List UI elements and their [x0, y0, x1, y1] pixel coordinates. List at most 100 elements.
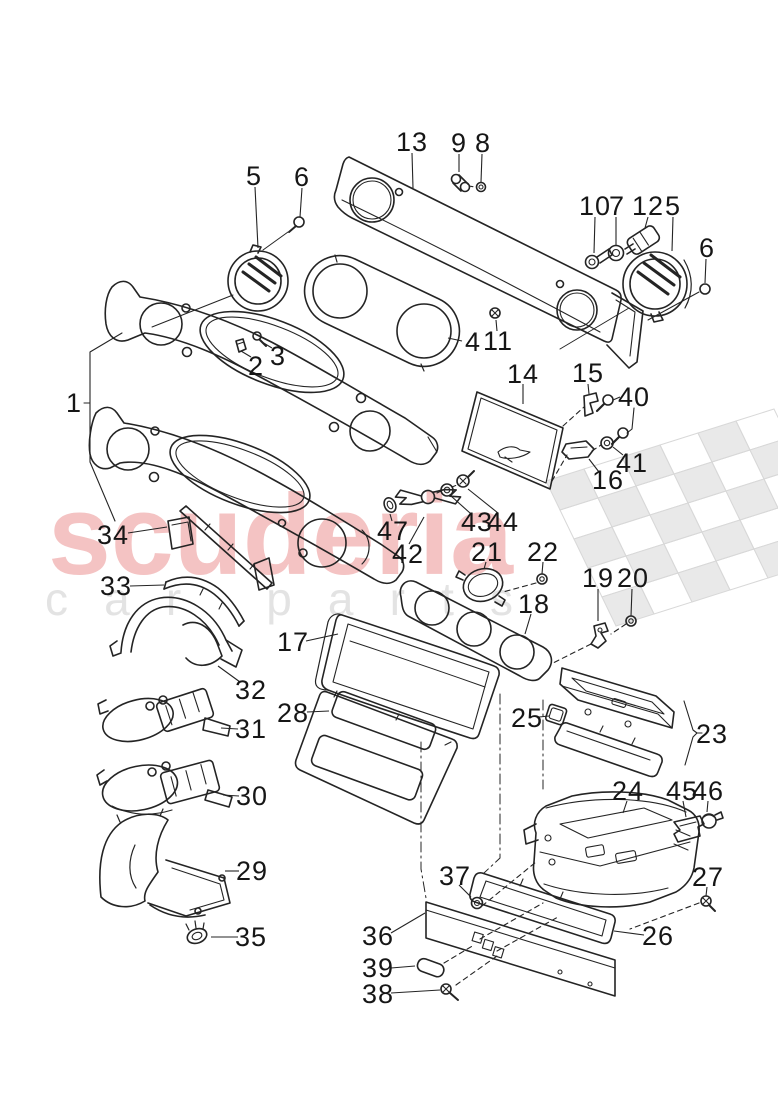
part-37-nut — [470, 896, 484, 910]
part-28-radio-surround — [294, 690, 458, 825]
part-41-nut — [600, 436, 614, 450]
callout-28-leader — [306, 710, 330, 713]
callout-21: 21 — [471, 537, 503, 567]
callout-42-leader — [408, 516, 425, 545]
part-27-screw — [700, 895, 716, 912]
callout-30: 30 — [236, 781, 268, 811]
callout-13: 13 — [396, 127, 428, 157]
flag-cell — [753, 540, 778, 579]
part-33-trim-strip — [163, 576, 245, 627]
callout-44-leader — [467, 488, 499, 514]
callout-6: 6 — [294, 162, 310, 192]
callout-31: 31 — [235, 714, 267, 744]
callout-4: 4 — [465, 327, 481, 357]
callout-47: 47 — [377, 516, 409, 546]
flag-cell — [701, 519, 755, 562]
part-34-mounting-rail — [167, 505, 275, 591]
callout-1-bracket — [83, 332, 123, 522]
callout-12-leader — [644, 216, 649, 229]
callout-27: 27 — [692, 862, 724, 892]
part-31-bracket-assembly — [97, 687, 231, 743]
part-25-pad — [544, 703, 568, 726]
callout-17: 17 — [277, 627, 309, 657]
callout-5: 5 — [665, 191, 681, 221]
part-15-clip — [583, 392, 599, 417]
callout-20-leader — [630, 588, 633, 617]
callout-36: 36 — [362, 921, 394, 951]
callout-7: 7 — [609, 191, 625, 221]
callout-13-leader — [411, 152, 414, 189]
callout-42: 42 — [392, 539, 424, 569]
callout-25: 25 — [511, 703, 543, 733]
callout-12: 12 — [632, 191, 664, 221]
callout-38-leader — [390, 989, 441, 994]
callout-27-leader — [705, 886, 708, 897]
callout-16-leader — [588, 458, 600, 473]
part-16-clip — [561, 440, 595, 460]
checkered-flag-watermark — [545, 408, 778, 627]
callout-21-leader — [483, 561, 487, 570]
flag-cell — [725, 478, 778, 521]
callout-25-leader — [538, 715, 550, 718]
callout-35: 35 — [235, 922, 267, 952]
callout-41: 41 — [616, 448, 648, 478]
part-29-column-shroud-lower — [99, 808, 231, 918]
part-13-top-trim-panel — [333, 156, 644, 369]
callout-8-leader — [480, 153, 483, 183]
callout-33: 33 — [100, 571, 132, 601]
part-47-grommet — [383, 497, 397, 513]
callout-20: 20 — [617, 563, 649, 593]
flag-cell — [763, 474, 778, 509]
part-30-bracket-assembly — [96, 759, 233, 815]
callout-17-leader — [305, 633, 339, 642]
callout-8: 8 — [475, 128, 491, 158]
callout-5: 5 — [246, 161, 262, 191]
link-9-8 — [468, 185, 476, 188]
link-22-21 — [502, 582, 537, 593]
part-32-column-shroud-upper — [109, 596, 243, 668]
flag-cell — [735, 408, 778, 451]
part-45-hinge-bracket — [673, 815, 705, 843]
callout-23-bracket — [683, 700, 703, 766]
callout-11: 11 — [483, 326, 513, 356]
callout-26-leader — [613, 930, 645, 936]
part-46-damper — [701, 811, 724, 829]
callout-29: 29 — [236, 856, 268, 886]
callout-10: 10 — [579, 191, 611, 221]
flag-cell — [697, 420, 751, 463]
part-18-vent-panel — [399, 580, 553, 682]
flag-cell — [545, 468, 599, 511]
callout-6-leader — [704, 258, 707, 284]
part-12-sensor — [624, 225, 661, 255]
callout-18: 18 — [518, 589, 550, 619]
callout-40-link — [626, 407, 635, 434]
callout-38: 38 — [362, 979, 394, 1009]
callout-44: 44 — [487, 507, 519, 537]
part-6-left-screw — [262, 216, 305, 251]
part-2-clip — [235, 338, 247, 353]
callout-1: 1 — [66, 388, 82, 418]
flag-cell — [739, 507, 778, 550]
callout-40-leader — [612, 396, 621, 401]
callout-24-leader — [622, 800, 628, 814]
callout-18-leader — [524, 613, 532, 635]
callout-15: 15 — [572, 358, 604, 388]
part-38-screw — [440, 983, 459, 1001]
callout-43: 43 — [461, 507, 493, 537]
part-17-trim-frame — [314, 613, 500, 740]
callout-39: 39 — [362, 953, 394, 983]
callout-37: 37 — [439, 861, 471, 891]
callout-33-leader — [129, 584, 165, 587]
callout-2-leader — [240, 350, 252, 358]
link-37-24 — [481, 861, 537, 907]
callout-32-leader — [217, 665, 241, 683]
callout-24: 24 — [612, 776, 644, 806]
callout-11-leader — [495, 319, 498, 332]
trim-bar-links — [443, 902, 559, 986]
callout-22: 22 — [527, 537, 559, 567]
callout-23: 23 — [696, 719, 728, 749]
callout-39-leader — [390, 965, 416, 969]
callout-32: 32 — [235, 675, 267, 705]
callout-28: 28 — [277, 698, 309, 728]
part-22-nut — [536, 573, 548, 585]
